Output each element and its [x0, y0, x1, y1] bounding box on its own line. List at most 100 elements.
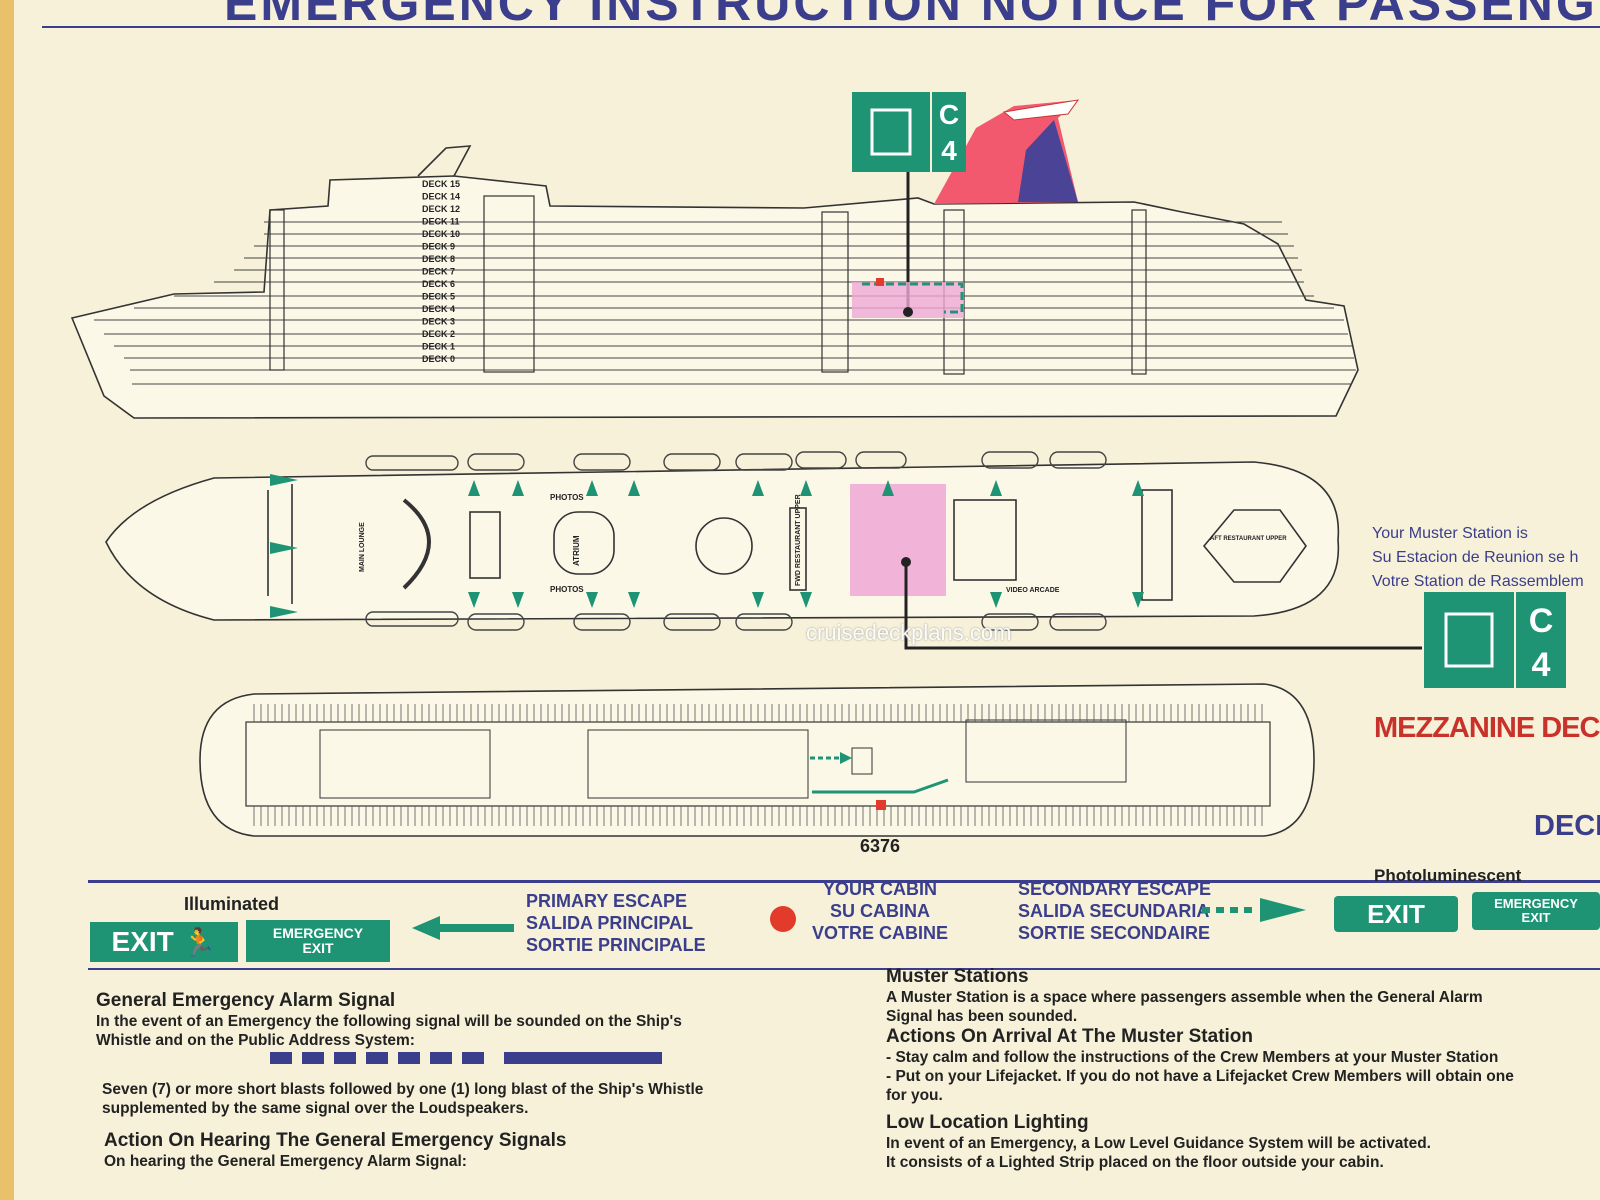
cabin-deck-plan	[199, 683, 1315, 837]
muster-station-text: Your Muster Station is Su Estacion de Re…	[1372, 522, 1584, 594]
label-aft-restaurant: AFT RESTAURANT UPPER	[1210, 536, 1287, 542]
deck-label-8: DECK 6	[422, 279, 455, 289]
deck-label-4: DECK 10	[422, 229, 460, 239]
illuminated-label: Illuminated	[184, 894, 280, 914]
legend-top-rule	[88, 880, 1600, 883]
deck-labels: DECK 15 DECK 14 DECK 12 DECK 11 DECK 10 DECK …	[422, 179, 460, 364]
action-hearing-heading: Action On Hearing The General Emergency …	[104, 1130, 567, 1151]
muster-number-right: 4	[1532, 646, 1551, 684]
alarm-description: Seven (7) or more short blasts followed …	[102, 1080, 703, 1118]
alarm-line-1: In the event of an Emergency the followi…	[96, 1013, 682, 1030]
arrival-line-1: - Stay calm and follow the instructions …	[886, 1049, 1499, 1066]
deck-label-3: DECK 11	[422, 217, 460, 227]
alarm-desc-1: Seven (7) or more short blasts followed …	[102, 1081, 704, 1098]
lifeboats	[365, 451, 1107, 631]
alarm-blast-pattern	[270, 1052, 662, 1064]
photoluminescent-label: Photoluminescent	[1374, 866, 1522, 885]
mezzanine-deck-label: MEZZANINE DECK	[1374, 712, 1600, 744]
deck-lines	[94, 221, 1356, 385]
label-photos-bottom: PHOTOS	[550, 585, 584, 594]
label-main-lounge: MAIN LOUNGE	[359, 522, 366, 572]
label-photos-top: PHOTOS	[550, 493, 584, 502]
photoluminescent-exit-sign: EXIT	[1334, 896, 1458, 932]
ship-side-profile	[70, 145, 1359, 419]
deck-label: DECK	[1534, 810, 1600, 842]
cabin-location-marker	[876, 800, 886, 810]
deck-label-2: DECK 12	[422, 204, 460, 214]
short-blast	[334, 1052, 356, 1064]
illuminated-exit-sign: EXIT 🏃	[90, 922, 238, 962]
poster-title: EMERGENCY INSTRUCTION NOTICE FOR PASSENG…	[224, 0, 1600, 31]
deck-label-12: DECK 2	[422, 329, 455, 339]
primary-escape-arrow-icon	[412, 916, 514, 940]
muster-line-en: Your Muster Station is	[1372, 525, 1528, 542]
label-video-arcade: VIDEO ARCADE	[1006, 587, 1060, 594]
label-fwd-restaurant: FWD RESTAURANT UPPER	[795, 494, 802, 586]
deck-label-1: DECK 14	[422, 192, 460, 202]
legend-bottom-rule	[88, 968, 1600, 970]
short-blast	[462, 1052, 484, 1064]
deck-label-11: DECK 3	[422, 317, 455, 327]
muster-stations-heading: Muster Stations	[886, 966, 1029, 987]
emergency-text: EMERGENCY	[272, 925, 364, 941]
action-hearing-section: Action On Hearing The General Emergency …	[104, 1130, 566, 1171]
deck-label-6: DECK 8	[422, 254, 455, 264]
running-man-icon: 🏃	[181, 926, 217, 958]
muster-stations-section: Muster Stations A Muster Station is a sp…	[886, 966, 1483, 1026]
mast	[417, 145, 472, 177]
alarm-heading: General Emergency Alarm Signal	[96, 990, 396, 1011]
alarm-line-2: Whistle and on the Public Address System…	[96, 1032, 415, 1049]
deck-label-0: DECK 15	[422, 179, 460, 189]
mezzanine-deck-plan	[105, 451, 1340, 631]
arrival-section: Actions On Arrival At The Muster Station…	[886, 1026, 1514, 1105]
emergency-notice-poster: EMERGENCY INSTRUCTION NOTICE FOR PASSENG…	[14, 0, 1600, 1200]
label-atrium: ATRIUM	[572, 535, 581, 566]
muster-number-top: 4	[941, 135, 957, 166]
arrival-line-3: for you.	[886, 1087, 943, 1104]
your-cabin-dot-icon	[770, 906, 796, 932]
muster-letter-top: C	[939, 99, 959, 130]
hull-outline	[70, 175, 1359, 419]
muster-letter-right: C	[1529, 602, 1554, 640]
low-lighting-section: Low Location Lighting In event of an Eme…	[886, 1112, 1431, 1172]
muster-area-highlight	[850, 484, 946, 596]
muster-sign-right: C 4	[1424, 592, 1566, 688]
short-blast	[430, 1052, 452, 1064]
short-blast	[398, 1052, 420, 1064]
deck-label-10: DECK 4	[422, 304, 455, 314]
deck-label-14: DECK 0	[422, 354, 455, 364]
short-blast	[270, 1052, 292, 1064]
title-underline	[42, 26, 1600, 28]
low-lighting-line-1: In event of an Emergency, a Low Level Gu…	[886, 1135, 1431, 1152]
action-hearing-line: On hearing the General Emergency Alarm S…	[104, 1153, 467, 1170]
deck-label-13: DECK 1	[422, 342, 455, 352]
watermark: cruisedeckplans.com	[806, 620, 1012, 645]
muster-sign-top: C 4	[852, 92, 966, 318]
deck-label-9: DECK 5	[422, 292, 455, 302]
alarm-desc-2: supplemented by the same signal over the…	[102, 1100, 529, 1117]
short-blast	[302, 1052, 324, 1064]
exit-text-2: EXIT	[302, 940, 334, 956]
escape-arrows	[270, 474, 1144, 618]
long-blast	[504, 1052, 662, 1064]
cabin-number: 6376	[860, 836, 901, 856]
funnel	[934, 99, 1080, 204]
muster-stations-line-1: A Muster Station is a space where passen…	[886, 989, 1483, 1006]
exit-text: EXIT	[111, 926, 174, 957]
muster-stations-line-2: Signal has been sounded.	[886, 1008, 1078, 1025]
short-blast	[366, 1052, 388, 1064]
secondary-escape-arrow-icon	[1202, 898, 1306, 922]
arrival-heading: Actions On Arrival At The Muster Station	[886, 1026, 1254, 1047]
low-lighting-line-2: It consists of a Lighted Strip placed on…	[886, 1154, 1384, 1171]
deck-label-7: DECK 7	[422, 267, 455, 277]
deck-label-5: DECK 9	[422, 242, 455, 252]
alarm-signal-section: General Emergency Alarm Signal In the ev…	[96, 990, 682, 1050]
muster-line-es: Su Estacion de Reunion se h	[1372, 549, 1579, 566]
low-lighting-heading: Low Location Lighting	[886, 1112, 1089, 1133]
